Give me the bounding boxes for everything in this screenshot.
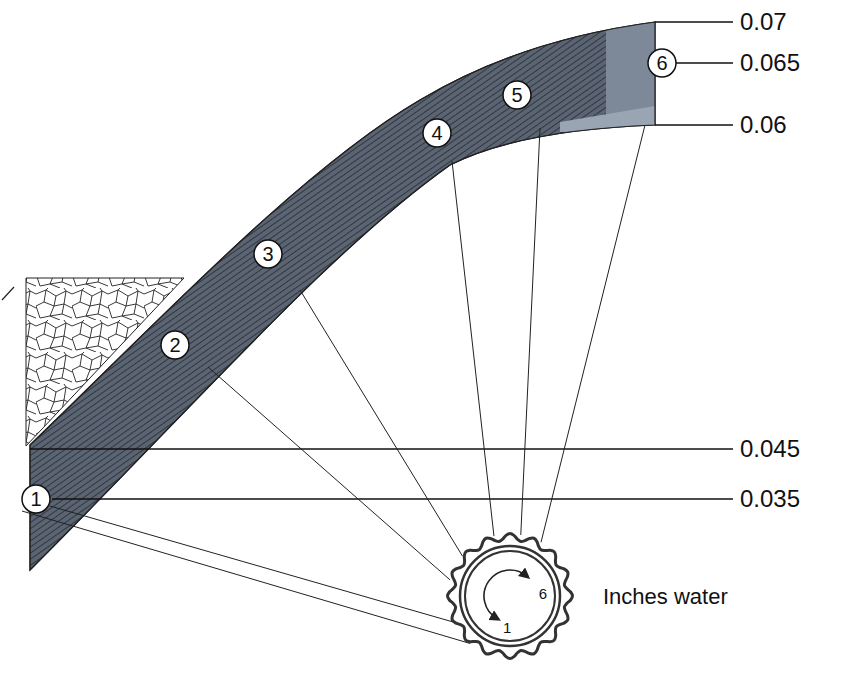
leader-line (452, 161, 494, 536)
unit-label: Inches water (603, 586, 728, 608)
gauge-ring (460, 546, 560, 646)
edge-mark (2, 287, 14, 300)
callout-number: 2 (169, 335, 180, 355)
callout-number: 3 (262, 244, 273, 264)
callout-number: 4 (431, 123, 442, 143)
curved-band (30, 22, 655, 570)
leader-line (22, 511, 470, 643)
callout-circle: 4 (422, 118, 452, 148)
level-value: 0.065 (740, 51, 800, 75)
callout-circle: 5 (502, 80, 532, 110)
gauge-mark: 1 (503, 620, 511, 635)
leader-line (541, 125, 645, 542)
light-region (560, 0, 666, 160)
gauge-mark: 6 (539, 586, 547, 601)
callout-circle: 3 (253, 239, 283, 269)
rotation-arrow (484, 570, 527, 619)
leader-line (50, 506, 454, 622)
band-outline (30, 22, 655, 570)
gauge-symbol (448, 534, 573, 659)
leader-line (521, 128, 540, 535)
leader-line (208, 367, 450, 580)
level-lines (30, 22, 733, 499)
leader-line (300, 290, 463, 556)
level-value: 0.07 (740, 10, 787, 34)
callout-circle: 1 (21, 484, 51, 514)
level-value: 0.06 (740, 113, 787, 137)
gauge-rim (448, 534, 573, 659)
callout-circle: 2 (160, 330, 190, 360)
callout-number: 1 (30, 489, 41, 509)
callout-number: 6 (656, 53, 667, 73)
level-value: 0.045 (740, 437, 800, 461)
callout-circle: 6 (647, 48, 677, 78)
callout-number: 5 (511, 85, 522, 105)
gauge-ring (465, 551, 555, 641)
level-value: 0.035 (740, 487, 800, 511)
